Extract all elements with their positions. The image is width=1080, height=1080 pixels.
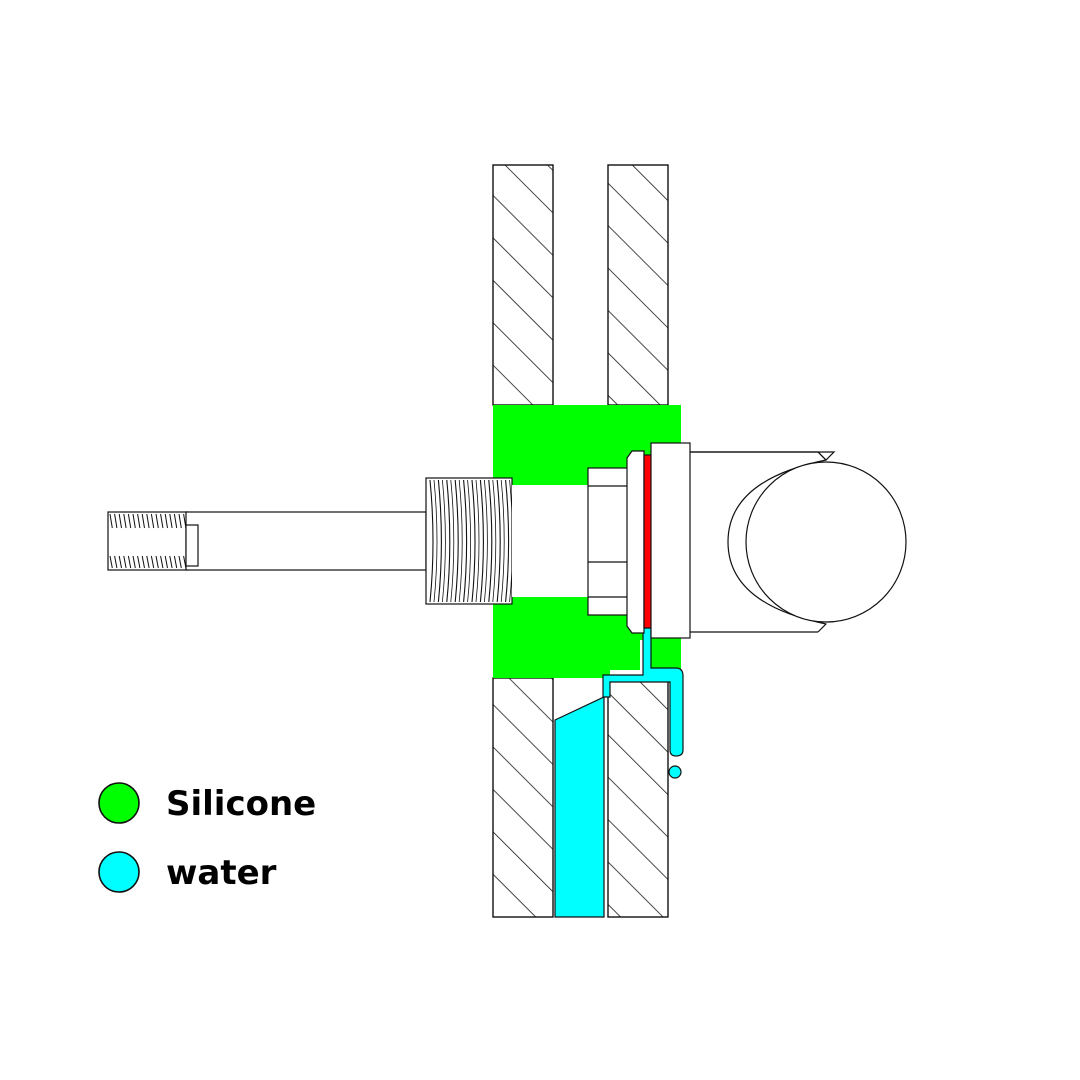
connector-stub [512,485,592,597]
water-shapes [554,627,684,918]
legend-item-water: water [98,851,277,893]
flange-plate [650,442,691,639]
water-cavity [554,696,605,918]
washer [626,450,645,634]
tail-thread [107,511,189,571]
legend-swatch-water [98,851,140,893]
wall-left-upper [492,164,554,406]
wall-right-upper [607,164,669,406]
valve-cap [690,451,907,633]
main-thread [425,477,513,605]
hex-nut [587,467,629,616]
legend-label-water: water [166,853,277,893]
water-channel [602,627,684,757]
pipe-body [185,511,427,571]
valve-knob [745,461,907,623]
legend: Silicone water [98,782,316,893]
wall-left-lower [492,677,554,918]
legend-item-silicone: Silicone [98,782,316,824]
legend-swatch-silicone [98,782,140,824]
wall-right-lower [607,677,669,918]
flange-assembly [626,442,691,639]
water-drop [668,765,682,779]
legend-label-silicone: Silicone [166,784,316,824]
